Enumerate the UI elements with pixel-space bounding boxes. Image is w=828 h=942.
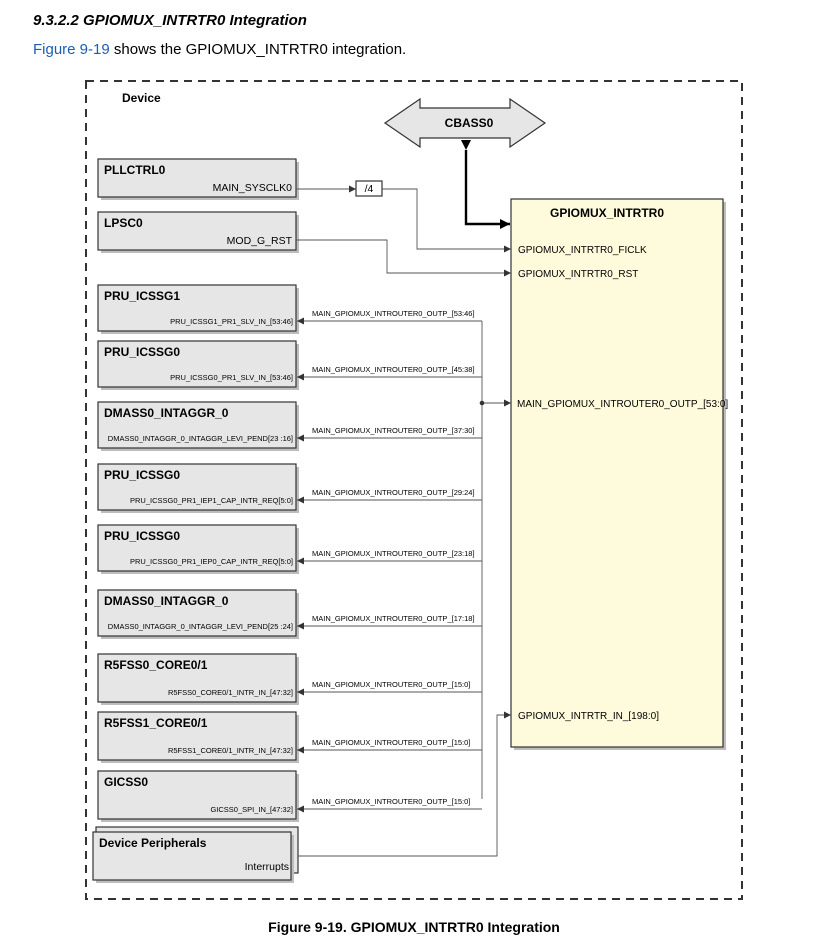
junction-dot — [479, 400, 485, 406]
dest-block — [97, 770, 297, 820]
dest-block-title: PRU_ICSSG0 — [104, 468, 180, 482]
router-block — [510, 198, 724, 748]
dest-block-port: DMASS0_INTAGGR_0_INTAGGR_LEVI_PEND[25 :2… — [108, 622, 293, 631]
router-port-rst: GPIOMUX_INTRTR0_RST — [518, 269, 638, 280]
dest-block-port: DMASS0_INTAGGR_0_INTAGGR_LEVI_PEND[23 :1… — [108, 434, 293, 443]
router-port-outp: MAIN_GPIOMUX_INTROUTER0_OUTP_[53:0] — [517, 399, 728, 410]
dest-block-title: R5FSS0_CORE0/1 — [104, 658, 208, 672]
router-port-ficlk: GPIOMUX_INTRTR0_FICLK — [518, 245, 647, 256]
dest-wire-label: MAIN_GPIOMUX_INTROUTER0_OUTP_[53:46] — [312, 309, 475, 318]
cbass-label: CBASS0 — [445, 116, 494, 130]
dest-block-title: R5FSS1_CORE0/1 — [104, 716, 208, 730]
peripherals-port: Interrupts — [245, 861, 289, 873]
dest-block — [97, 524, 297, 572]
figure-caption: Figure 9-19. GPIOMUX_INTRTR0 Integration — [268, 919, 560, 935]
dest-wire-label: MAIN_GPIOMUX_INTROUTER0_OUTP_[37:30] — [312, 426, 475, 435]
pll-block — [97, 158, 297, 198]
figure-link[interactable]: Figure 9-19 — [33, 41, 110, 58]
integration-diagram: Device CBASS0 GPIOMUX_INTRTR0 GPIOMUX_IN… — [85, 80, 743, 900]
router-title: GPIOMUX_INTRTR0 — [550, 206, 664, 220]
cbass-shape — [383, 97, 547, 149]
dest-block-title: PRU_ICSSG0 — [104, 345, 180, 359]
peripherals-title: Device Peripherals — [99, 836, 207, 850]
dest-wire-label: MAIN_GPIOMUX_INTROUTER0_OUTP_[17:18] — [312, 614, 475, 623]
dest-block-port: PRU_ICSSG1_PR1_SLV_IN_[53:46] — [170, 317, 293, 326]
dest-block — [97, 711, 297, 761]
dest-block-port: R5FSS0_CORE0/1_INTR_IN_[47:32] — [168, 688, 293, 697]
dest-block-port: PRU_ICSSG0_PR1_IEP1_CAP_INTR_REQ[5:0] — [130, 496, 293, 505]
lpsc-block — [97, 211, 297, 251]
dest-wire-label: MAIN_GPIOMUX_INTROUTER0_OUTP_[15:0] — [312, 797, 470, 806]
dest-block — [97, 463, 297, 511]
dest-block — [97, 589, 297, 637]
dest-block — [97, 284, 297, 332]
dest-block-title: DMASS0_INTAGGR_0 — [104, 594, 229, 608]
pll-title: PLLCTRL0 — [104, 163, 166, 177]
lpsc-port: MOD_G_RST — [227, 235, 293, 247]
pll-port: MAIN_SYSCLK0 — [213, 182, 293, 194]
lpsc-title: LPSC0 — [104, 216, 143, 230]
dest-block-title: PRU_ICSSG1 — [104, 289, 180, 303]
intro-line: Figure 9-19 shows the GPIOMUX_INTRTR0 in… — [33, 41, 406, 58]
dest-wire-label: MAIN_GPIOMUX_INTROUTER0_OUTP_[15:0] — [312, 680, 470, 689]
dest-block-title: GICSS0 — [104, 775, 148, 789]
dest-block-port: PRU_ICSSG0_PR1_SLV_IN_[53:46] — [170, 373, 293, 382]
dest-block — [97, 653, 297, 703]
section-heading: 9.3.2.2 GPIOMUX_INTRTR0 Integration — [33, 12, 307, 29]
ficlk-wire — [382, 188, 511, 253]
peripherals-block — [92, 831, 292, 881]
dest-block — [97, 340, 297, 388]
divider-box — [355, 180, 383, 197]
peripheral-interrupts-wire — [298, 711, 511, 857]
dest-block-port: GICSS0_SPI_IN_[47:32] — [210, 805, 293, 814]
device-label: Device — [122, 91, 161, 105]
dest-wire-label: MAIN_GPIOMUX_INTROUTER0_OUTP_[23:18] — [312, 549, 475, 558]
dest-block — [97, 401, 297, 449]
dest-wire-label: MAIN_GPIOMUX_INTROUTER0_OUTP_[29:24] — [312, 488, 475, 497]
dest-block-title: DMASS0_INTAGGR_0 — [104, 406, 229, 420]
dest-block-port: PRU_ICSSG0_PR1_IEP0_CAP_INTR_REQ[5:0] — [130, 557, 293, 566]
dest-wire-label: MAIN_GPIOMUX_INTROUTER0_OUTP_[15:0] — [312, 738, 470, 747]
cbass-bus — [461, 140, 510, 229]
dest-block-title: PRU_ICSSG0 — [104, 529, 180, 543]
device-boundary — [85, 80, 743, 900]
dest-block-port: R5FSS1_CORE0/1_INTR_IN_[47:32] — [168, 746, 293, 755]
intro-text: shows the GPIOMUX_INTRTR0 integration. — [109, 41, 407, 58]
dest-wire-label: MAIN_GPIOMUX_INTROUTER0_OUTP_[45:38] — [312, 365, 475, 374]
divider-label: /4 — [365, 183, 374, 195]
router-port-in: GPIOMUX_INTRTR_IN_[198:0] — [518, 711, 659, 722]
rst-wire — [296, 239, 511, 277]
